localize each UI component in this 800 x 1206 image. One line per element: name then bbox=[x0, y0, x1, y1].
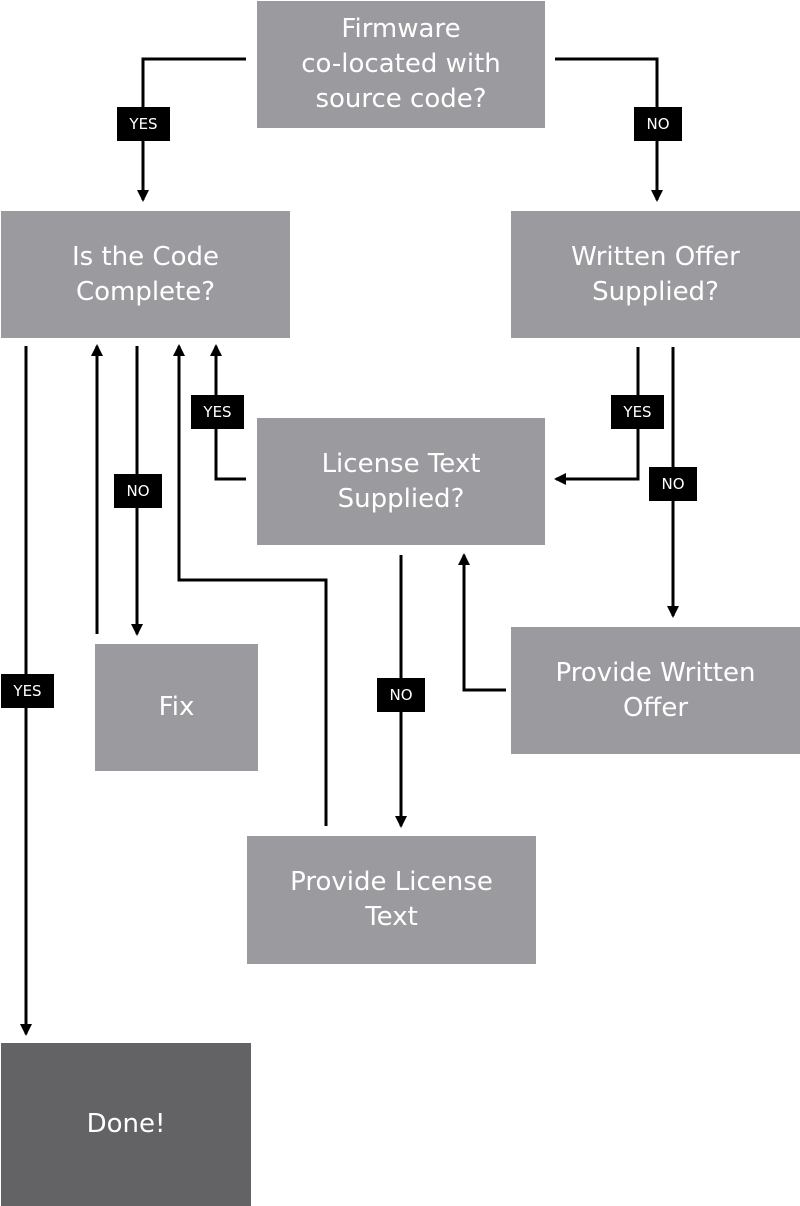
node-provide-written-offer-label: Provide Written Offer bbox=[555, 657, 756, 723]
node-firmware-colocated: Firmware co-located with source code? bbox=[257, 1, 545, 128]
node-fix: Fix bbox=[95, 644, 258, 771]
label-yes-license-to-code: YES bbox=[191, 395, 244, 429]
node-provide-license-text: Provide License Text bbox=[247, 836, 536, 964]
node-provide-license-text-label: Provide License Text bbox=[290, 867, 493, 932]
node-license-text-supplied-label: License Text Supplied? bbox=[321, 448, 481, 514]
node-provide-written-offer: Provide Written Offer bbox=[511, 627, 800, 754]
label-no-license-to-provide-license: NO bbox=[377, 678, 425, 712]
label-no-code-to-fix: NO bbox=[114, 474, 162, 508]
node-written-offer-supplied: Written Offer Supplied? bbox=[511, 211, 800, 338]
label-no-firmware-to-offer: NO bbox=[634, 107, 682, 141]
node-written-offer-supplied-label: Written Offer Supplied? bbox=[571, 241, 740, 307]
node-fix-label: Fix bbox=[158, 692, 195, 722]
label-yes-offer-to-license: YES bbox=[611, 395, 664, 429]
node-code-complete: Is the Code Complete? bbox=[1, 211, 290, 338]
label-yes-code-to-done: YES bbox=[1, 674, 54, 708]
node-firmware-colocated-label: Firmware co-located with source code? bbox=[301, 14, 501, 114]
node-done-label: Done! bbox=[86, 1109, 166, 1139]
label-no-offer-to-provide-offer: NO bbox=[649, 467, 697, 501]
node-license-text-supplied: License Text Supplied? bbox=[257, 418, 545, 545]
node-done: Done! bbox=[1, 1043, 251, 1206]
edge-provide-offer-to-license bbox=[458, 553, 506, 692]
node-code-complete-label: Is the Code Complete? bbox=[72, 241, 219, 307]
label-yes-firmware-to-code: YES bbox=[117, 107, 170, 141]
